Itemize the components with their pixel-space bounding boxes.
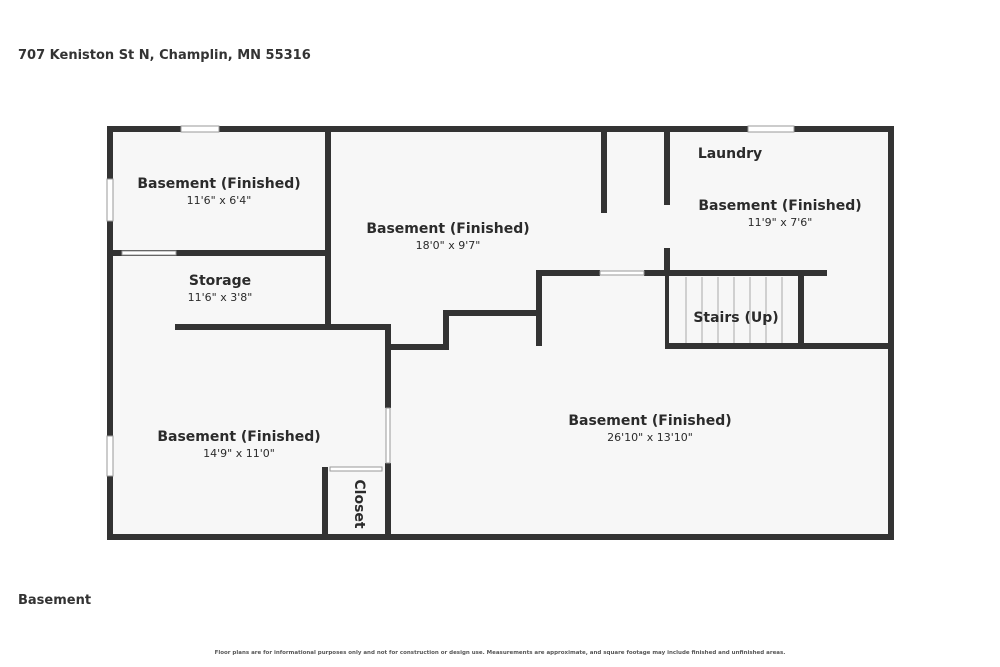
wall-v-stairs-right [798, 273, 804, 349]
wall-h-stairs-bottom [665, 343, 891, 349]
svg-text:Basement (Finished): Basement (Finished) [366, 221, 529, 237]
wall-right [888, 126, 894, 540]
wall-v-laundry-right-upper [664, 129, 670, 205]
svg-text:Basement (Finished): Basement (Finished) [698, 198, 861, 214]
room-label-basement-top-right: Basement (Finished) 11'9" x 7'6" [698, 198, 861, 229]
room-label-basement-top-left: Basement (Finished) 11'6" x 6'4" [137, 176, 300, 207]
wall-h-storage-bottom [175, 324, 390, 330]
room-label-storage: Storage 11'6" x 3'8" [188, 273, 253, 304]
svg-text:Basement (Finished): Basement (Finished) [568, 413, 731, 429]
svg-text:Storage: Storage [189, 273, 251, 289]
stair-treads [685, 277, 783, 343]
wall-top [107, 126, 894, 132]
disclaimer-text: Floor plans are for informational purpos… [214, 650, 786, 656]
window-top-right [747, 125, 795, 133]
window-left-upper [106, 178, 114, 222]
floor-area [110, 129, 891, 538]
room-label-closet: Closet [351, 479, 367, 529]
wall-v-laundry-right-lower [664, 248, 670, 273]
wall-v-closet-left [322, 467, 328, 537]
wall-h-storage-top [110, 250, 328, 256]
svg-text:14'9" x 11'0": 14'9" x 11'0" [203, 447, 275, 460]
wall-h-step-high-b [644, 270, 827, 276]
wall-h-step-mid [443, 310, 541, 316]
door-opening-closet [329, 466, 383, 472]
floor-level-label: Basement [18, 593, 92, 608]
wall-v-step [443, 310, 449, 350]
svg-text:26'10" x 13'10": 26'10" x 13'10" [607, 431, 693, 444]
wall-v-center-lower [385, 463, 391, 537]
svg-text:11'9" x 7'6": 11'9" x 7'6" [748, 216, 813, 229]
room-label-basement-center: Basement (Finished) 18'0" x 9'7" [366, 221, 529, 252]
wall-left [107, 126, 113, 540]
wall-v-stairs-left [665, 273, 669, 349]
door-opening-center [385, 407, 391, 464]
svg-text:Closet: Closet [351, 479, 367, 529]
wall-h-step-low [388, 344, 448, 350]
wall-v-center-upper [385, 324, 391, 408]
room-label-basement-bottom-left: Basement (Finished) 14'9" x 11'0" [157, 429, 320, 460]
door-opening-step [599, 270, 645, 276]
wall-v-step-high [536, 270, 542, 346]
wall-v-laundry-left [601, 129, 607, 213]
room-label-laundry: Laundry [698, 146, 762, 162]
room-label-stairs: Stairs (Up) [693, 310, 778, 326]
room-label-basement-bottom-right: Basement (Finished) 26'10" x 13'10" [568, 413, 731, 444]
svg-text:Basement (Finished): Basement (Finished) [137, 176, 300, 192]
window-left-lower [106, 435, 114, 477]
windows [106, 125, 795, 477]
wall-bottom [107, 534, 894, 540]
window-top-left [180, 125, 220, 133]
property-address: 707 Keniston St N, Champlin, MN 55316 [18, 48, 311, 63]
svg-text:Stairs (Up): Stairs (Up) [693, 310, 778, 326]
door-opening-storage [121, 250, 177, 256]
svg-text:Basement (Finished): Basement (Finished) [157, 429, 320, 445]
svg-text:11'6" x 3'8": 11'6" x 3'8" [188, 291, 253, 304]
wall-v-left-rooms [325, 129, 331, 327]
svg-text:11'6" x 6'4": 11'6" x 6'4" [187, 194, 252, 207]
walls [107, 126, 894, 540]
svg-text:Laundry: Laundry [698, 146, 762, 162]
wall-h-step-high-a [536, 270, 600, 276]
svg-text:18'0" x 9'7": 18'0" x 9'7" [416, 239, 481, 252]
